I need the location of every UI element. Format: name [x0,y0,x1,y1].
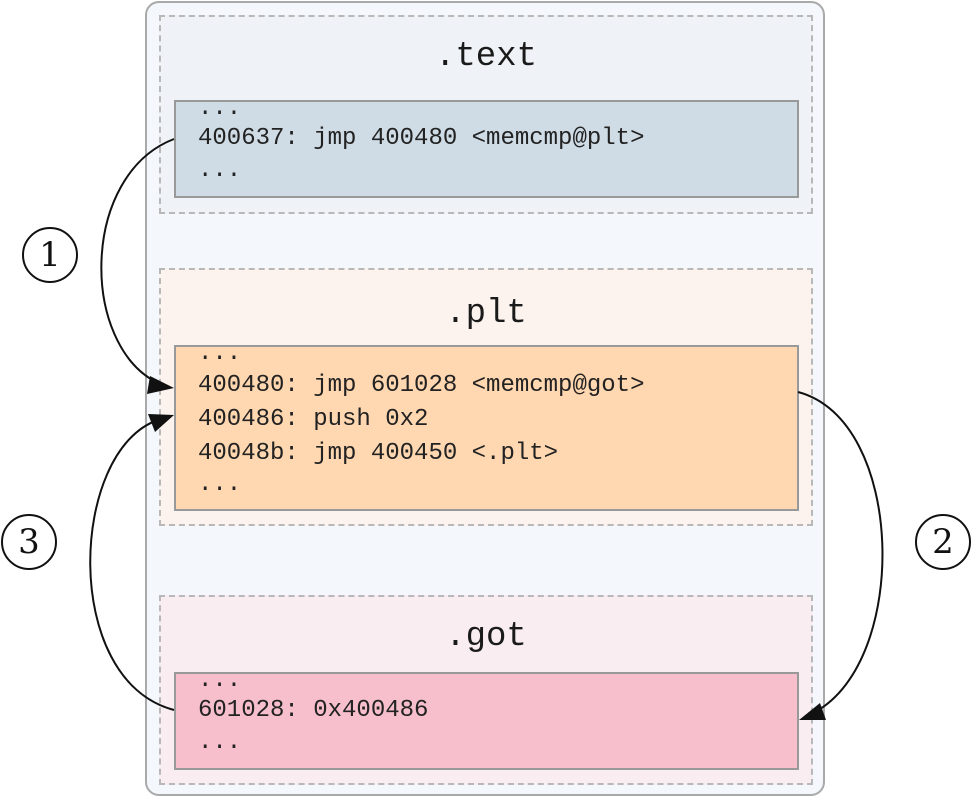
text-code-block: ... 400637: jmp 400480 <memcmp@plt> ... [174,95,799,198]
code-line: 601028: 0x400486 [198,697,429,724]
plt-section-title: .plt [445,295,527,333]
step-2-badge: 2 [915,514,971,570]
code-line: ... [198,95,242,122]
step-1-badge: 1 [22,227,78,283]
code-line: ... [198,340,242,367]
got-section-title: .got [445,618,527,656]
text-section-title: .text [434,38,538,76]
code-line: 40048b: jmp 400450 <.plt> [198,440,559,467]
got-code-block: ... 601028: 0x400486 ... [174,667,799,770]
code-line: ... [198,729,242,756]
code-line: 400480: jmp 601028 <memcmp@got> [198,372,645,399]
code-line: 400486: push 0x2 [198,406,429,433]
code-line: ... [198,157,242,184]
code-line: ... [198,667,242,694]
plt-code-block: ... 400480: jmp 601028 <memcmp@got> 4004… [174,340,799,511]
step-3-badge: 3 [1,514,57,570]
code-line: ... [198,471,242,498]
code-line: 400637: jmp 400480 <memcmp@plt> [198,125,645,152]
